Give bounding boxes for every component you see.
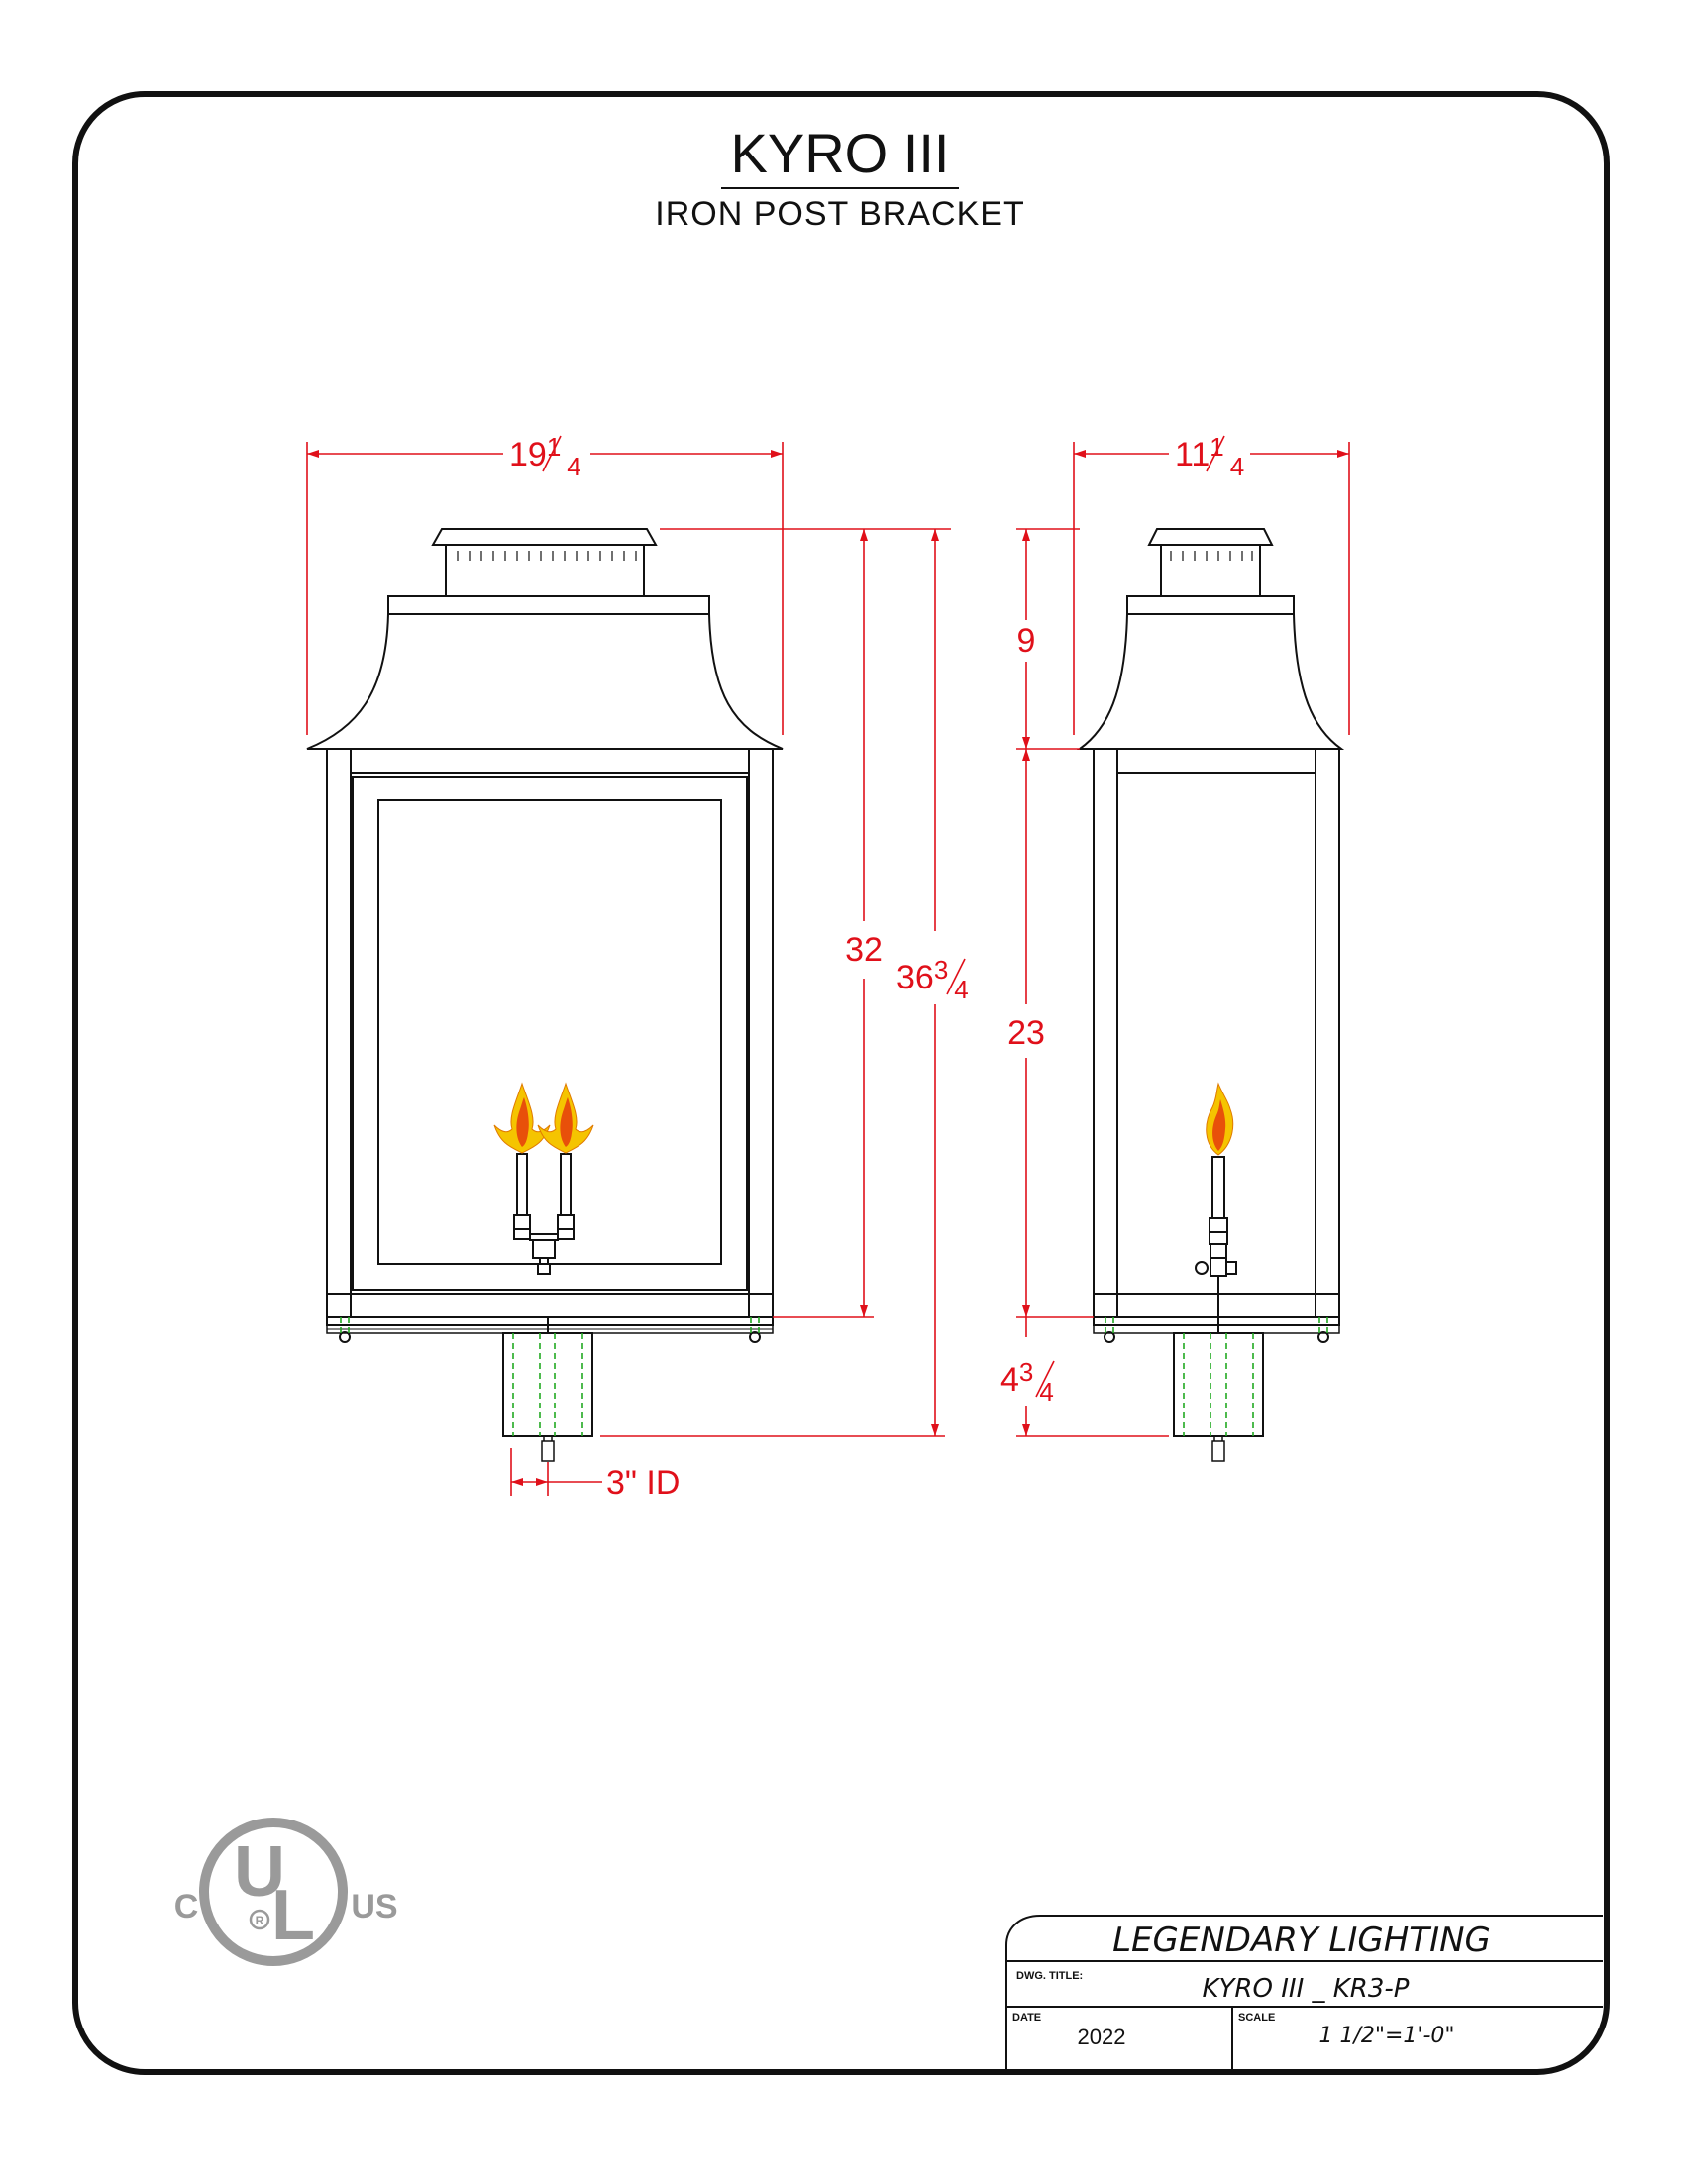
side-chimney [1160,544,1261,597]
dimension-labels: 1914 1114 32 3634 9 23 434 3" ID [509,432,1244,1502]
ul-registered: R [256,1914,264,1927]
ul-mark-u: U [234,1832,285,1912]
side-post-collar [1173,1332,1264,1437]
ul-right-us: US [351,1888,397,1925]
date-value: 2022 [1078,2025,1126,2049]
overall-height-label: 3634 [896,955,969,1004]
front-hidden-lines [340,1317,760,1436]
front-left-post [326,748,352,1318]
side-width-label: 1114 [1175,432,1244,481]
side-chimney-vents [1170,551,1253,561]
top-height-label: 9 [1017,622,1036,660]
side-chimney-cap [1147,528,1274,546]
sheet-border [72,91,1610,2075]
side-right-post [1315,748,1340,1318]
front-top-plate [387,595,710,615]
front-bottom-band [326,1293,774,1318]
front-chimney-cap [431,528,658,546]
front-right-post [748,748,774,1318]
side-bottom-band [1093,1293,1340,1318]
front-width-label: 1914 [509,432,581,481]
side-view [1076,528,1345,1462]
ul-left-c: C [174,1888,199,1925]
middle-height-label: 23 [1007,1014,1045,1052]
dwg-title-label: DWG. TITLE: [1016,1970,1083,1982]
post-id-label: 3" ID [606,1464,680,1502]
front-base-plate [326,1316,774,1326]
front-glass-panel [377,799,722,1265]
dwg-title-value: KYRO III _ KR3-P [1203,1974,1410,2004]
side-left-post [1093,748,1118,1318]
side-base-plate [1093,1316,1340,1326]
front-chimney [445,544,645,597]
scale-value: 1 1/2"=1'-0" [1318,2024,1454,2048]
side-top-plate [1126,595,1295,615]
dimension-lines [306,442,1350,1496]
company-name: LEGENDARY LIGHTING [1112,1921,1491,1960]
bottom-height-label: 434 [1000,1357,1054,1406]
front-door-frame [352,776,748,1291]
side-top-band [1116,748,1316,774]
side-hood [1076,613,1345,750]
ul-mark-l: L [271,1876,315,1955]
front-chimney-vents [457,551,637,561]
front-flames [493,1083,594,1154]
ul-certification-logo: U L R C US [174,1818,398,1966]
side-flame [1206,1083,1234,1156]
front-post-collar [502,1332,593,1437]
drawing-subtitle: IRON POST BRACKET [655,195,1024,233]
title-block [1005,1915,1603,2070]
front-hood [306,613,784,750]
body-height-label: 32 [845,931,883,969]
side-hidden-lines [1105,1317,1328,1436]
front-view [306,528,784,1462]
side-lower-plate [1093,1324,1340,1334]
drawing-title: KYRO III [731,122,950,184]
scale-label: SCALE [1238,2012,1275,2024]
date-label: DATE [1012,2012,1041,2024]
